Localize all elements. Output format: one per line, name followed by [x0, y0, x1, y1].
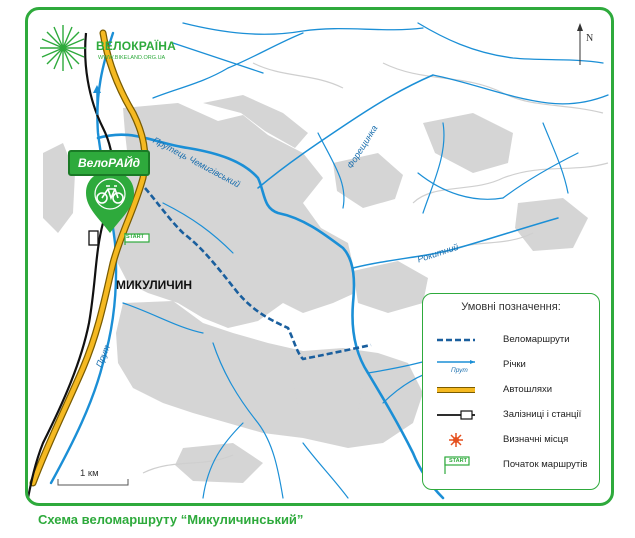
legend-label: Річки	[503, 359, 526, 370]
river-prut	[49, 31, 118, 485]
highway	[29, 29, 149, 487]
scale-label: 1 км	[80, 468, 99, 479]
north-label: N	[586, 33, 594, 44]
river-rokytnyi	[352, 217, 559, 269]
logo-brand: ВЕЛОКРАЇНА	[96, 39, 177, 53]
logo-url: WWW.BIKELAND.ORG.UA	[98, 55, 166, 61]
road-icon	[437, 387, 475, 393]
velokraina-logo-icon	[40, 25, 86, 71]
railway	[28, 32, 115, 499]
legend-label: Залізниці і станції	[503, 409, 582, 420]
rivers	[49, 22, 609, 500]
legend-item-railway: Залізниці і станції	[423, 405, 599, 425]
north-arrow-icon	[577, 23, 583, 65]
legend-start-sample: START	[449, 458, 467, 464]
legend-label: Веломаршрути	[503, 334, 570, 345]
start-flag-label: START	[126, 234, 144, 240]
start-flag	[124, 233, 150, 245]
legend: Умовні позначення: Веломаршрути Прут Річ…	[422, 293, 600, 490]
river-foreshchynka	[257, 74, 434, 189]
map-caption: Схема веломаршруту “Микуличинський”	[38, 512, 304, 527]
map-frame: ВЕЛОКРАЇНА WWW.BIKELAND.ORG.UA ВелоРАЙд …	[25, 7, 614, 506]
legend-river-sample: Прут	[451, 367, 468, 374]
town-label: МИКУЛИЧИН	[116, 278, 193, 292]
legend-label: Початок маршрутів	[503, 459, 588, 470]
dashed-route-icon	[437, 338, 475, 342]
railway-icon	[437, 410, 475, 420]
legend-label: Визначні місця	[503, 434, 569, 445]
legend-label: Автошляхи	[503, 384, 553, 395]
legend-item-start: START Початок маршрутів	[423, 455, 599, 475]
bicycle-icon	[96, 185, 124, 204]
veloraid-badge: ВелоРАЙд	[68, 150, 150, 176]
river-prutets	[96, 133, 445, 500]
legend-item-rivers: Прут Річки	[423, 355, 599, 375]
bike-route	[144, 187, 372, 361]
legend-item-routes: Веломаршрути	[423, 330, 599, 350]
river-icon	[437, 360, 475, 364]
bike-pin-marker[interactable]	[86, 171, 134, 233]
legend-title: Умовні позначення:	[461, 301, 561, 313]
map-canvas	[28, 22, 609, 500]
scale-bar	[57, 479, 129, 486]
sight-star-icon	[449, 433, 463, 447]
legend-item-sights: Визначні місця	[423, 430, 599, 450]
legend-item-roads: Автошляхи	[423, 380, 599, 400]
start-flag-icon	[444, 456, 470, 474]
railway-station	[88, 230, 99, 246]
